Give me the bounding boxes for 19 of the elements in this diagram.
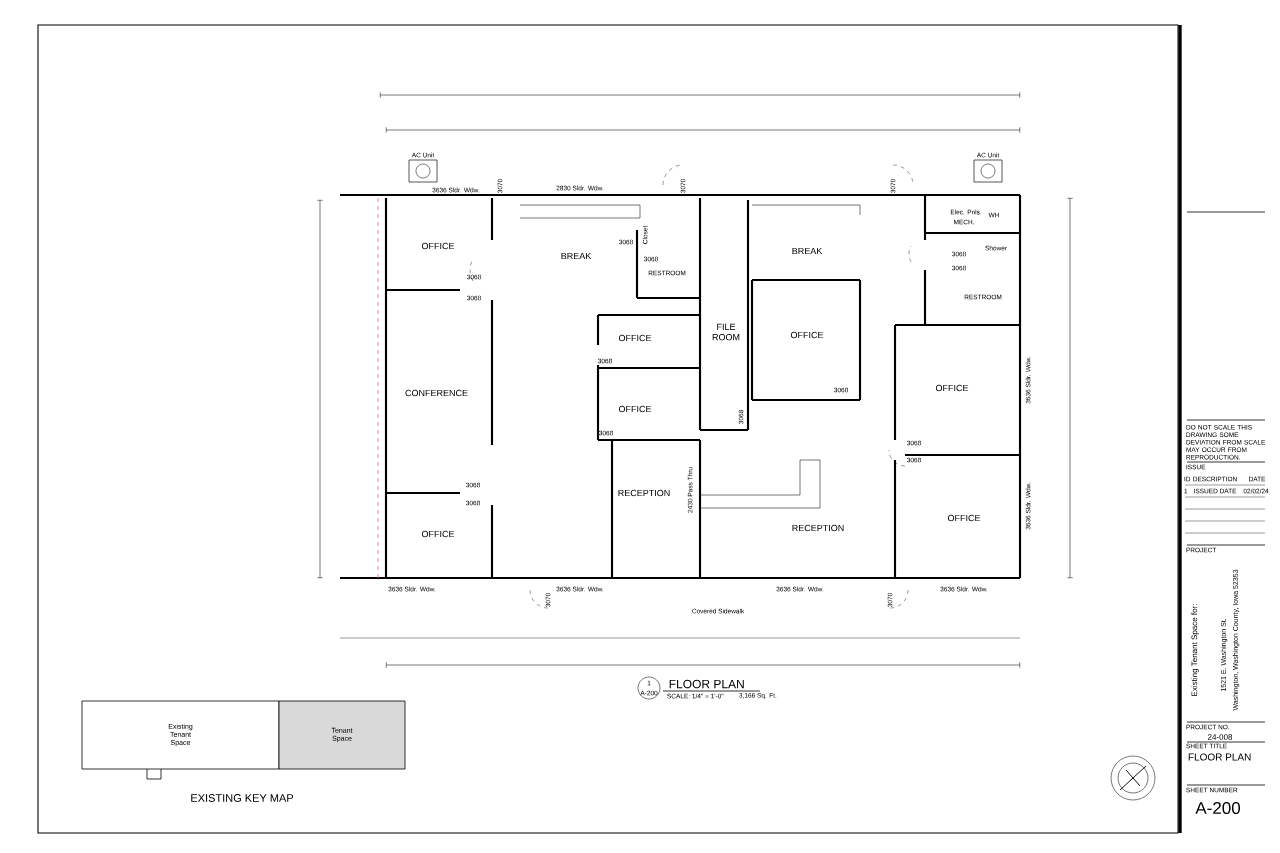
title-block-text: A-200 [1195, 802, 1240, 815]
key-map-title: EXISTING KEY MAP [191, 794, 294, 802]
room-label: OFFICE [947, 514, 981, 522]
room-label: CONFERENCE [405, 389, 468, 397]
room-label: RECEPTION [792, 524, 844, 532]
title-block-text: Existing Tenant Space for: [1191, 604, 1199, 696]
room-label: FILE ROOM [712, 323, 740, 341]
room-label: OFFICE [790, 331, 824, 339]
room-label: OFFICE [421, 242, 455, 250]
room-label: BREAK [561, 252, 592, 260]
room-label: RECEPTION [618, 489, 670, 497]
drawing-title: FLOOR PLAN [669, 679, 744, 689]
room-label: OFFICE [421, 530, 455, 538]
title-block-text: FLOOR PLAN [1188, 753, 1251, 761]
room-label: BREAK [792, 247, 823, 255]
room-label: OFFICE [618, 334, 652, 342]
room-label: OFFICE [935, 384, 969, 392]
room-label: OFFICE [618, 405, 652, 413]
title-block-text: 24-008 [1207, 734, 1233, 740]
